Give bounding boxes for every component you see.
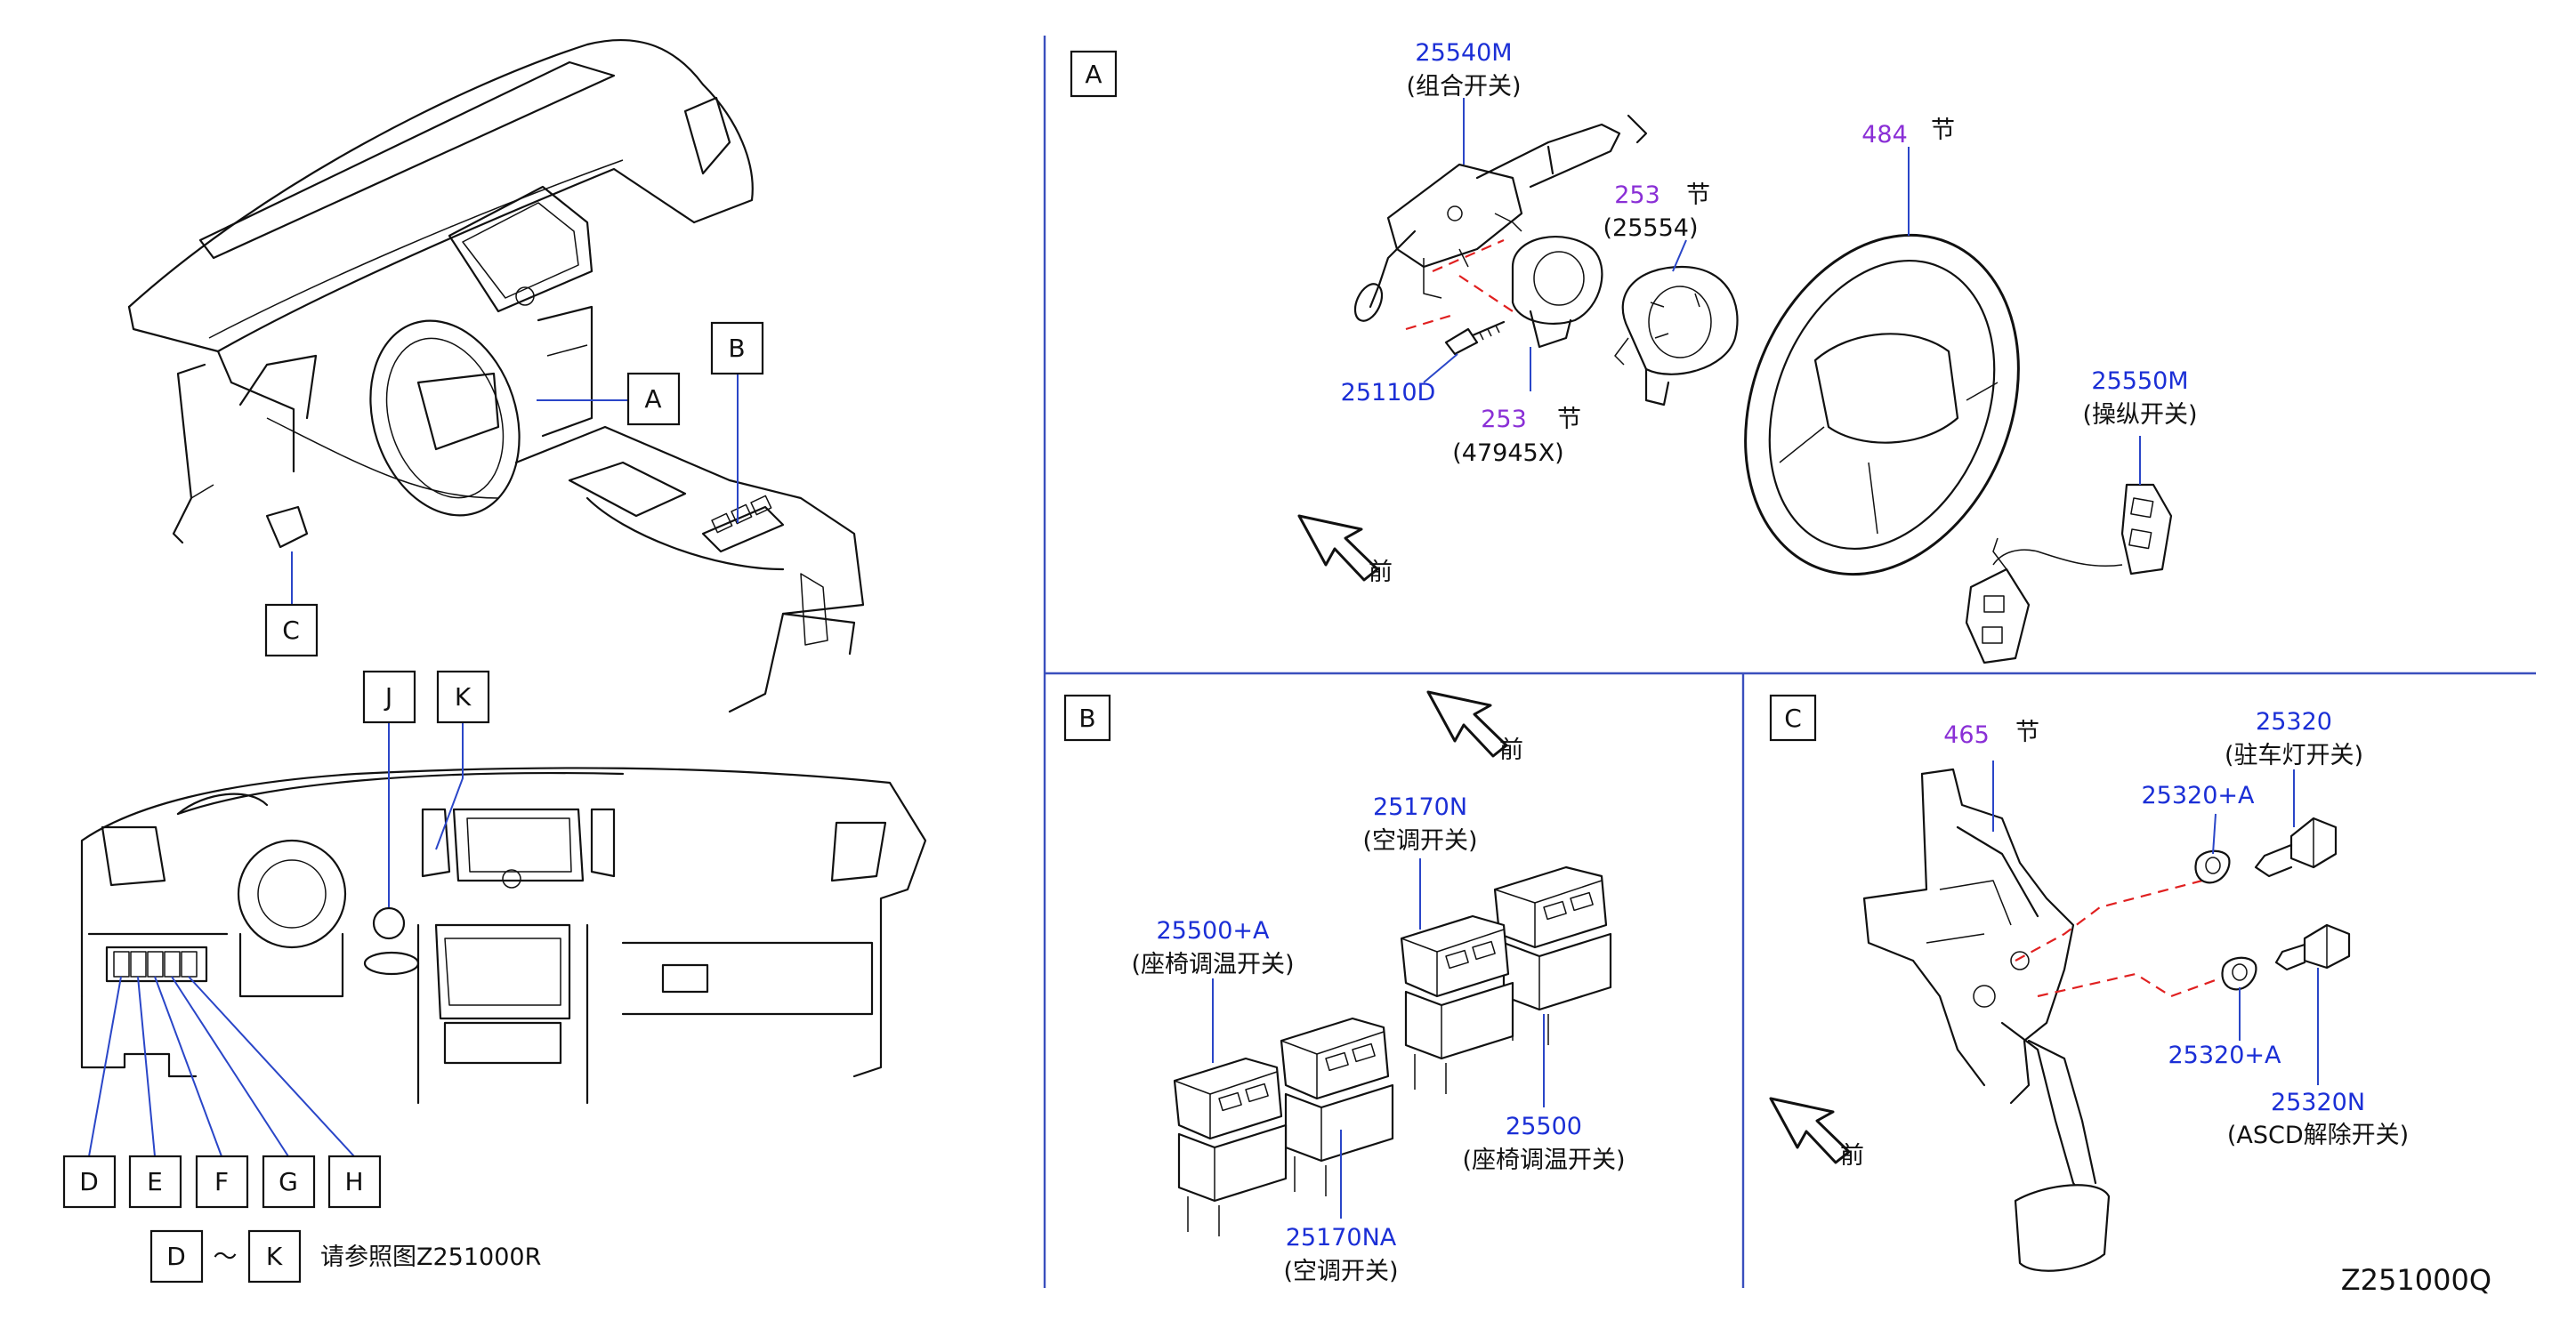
section-253-bottom-jie: 节 <box>1557 406 1581 433</box>
overview-box-e: E <box>128 1155 182 1209</box>
panel-dividers <box>1043 36 2536 1288</box>
combo-switch-part-number: 25540M <box>1415 39 1512 67</box>
overview-box-f: F <box>195 1155 249 1209</box>
part-25320-number: 25320 <box>2256 708 2332 736</box>
panel-c-letter: C <box>1784 704 1802 733</box>
spiral-cable-illustration <box>1511 236 1603 349</box>
overview-bottom-leaders <box>88 723 464 1157</box>
section-253-top-jie: 节 <box>1686 181 1710 209</box>
overview-box-k-label: K <box>455 682 472 712</box>
section-484-number: 484 <box>1861 121 1908 149</box>
part-25320-description: (驻车灯开关) <box>2225 742 2363 769</box>
section-253-bottom-number: 253 <box>1481 406 1527 433</box>
clock-spring-illustration <box>1614 265 1739 406</box>
legend-tilde: ～ <box>214 1244 238 1271</box>
screw-part-number: 25110D <box>1341 379 1436 406</box>
switch-25170NA-illustration <box>1280 1017 1394 1196</box>
part-25170NA-description: (空调开关) <box>1283 1258 1398 1285</box>
front-arrow-a-icon <box>1297 514 1379 582</box>
part-25500A-description: (座椅调温开关) <box>1131 951 1294 978</box>
overview-box-j: J <box>362 670 416 724</box>
panel-b: B 前 25500 (座椅调温开关) <box>1063 690 1626 1285</box>
ascd-switch-illustration <box>2274 923 2351 971</box>
front-label-a: 前 <box>1369 559 1393 586</box>
overview-box-a: A <box>626 372 681 426</box>
overview-box-d-label: D <box>79 1167 99 1196</box>
overview-box-d: D <box>62 1155 117 1209</box>
overview-box-e-label: E <box>147 1167 163 1196</box>
diagram-code: Z251000Q <box>2341 1263 2491 1297</box>
overview-leaders <box>291 374 739 605</box>
combination-switch-illustration <box>1353 114 1648 322</box>
overview-box-h: H <box>327 1155 382 1209</box>
section-253-top-number: 253 <box>1614 181 1660 209</box>
front-arrow-b-icon <box>1426 690 1508 758</box>
legend-to-box: K <box>266 1242 283 1271</box>
panel-b-letter: B <box>1078 704 1095 733</box>
nut-bottom-illustration <box>2221 956 2257 991</box>
overview-box-b: B <box>710 321 764 375</box>
front-label-b: 前 <box>1499 736 1523 764</box>
overview-box-b-label: B <box>728 334 745 363</box>
panel-a-letter: A <box>1085 60 1102 89</box>
overview-box-g: G <box>262 1155 316 1209</box>
overview-box-k: K <box>436 670 490 724</box>
overview-box-j-label: J <box>384 682 392 712</box>
parking-lamp-switch-illustration <box>2254 817 2338 878</box>
overview-box-g-label: G <box>279 1167 298 1196</box>
overview-box-h-label: H <box>344 1167 363 1196</box>
section-253-bottom-subpart: (47945X) <box>1452 439 1563 467</box>
part-25170N-description: (空调开关) <box>1362 827 1477 855</box>
nut-top-illustration <box>2194 849 2231 884</box>
overview-box-c-label: C <box>282 616 300 645</box>
part-25320A-bottom-number: 25320+A <box>2168 1042 2282 1069</box>
part-25320A-top-number: 25320+A <box>2142 782 2256 809</box>
switch-25500A-illustration <box>1173 1057 1288 1236</box>
overview-box-a-label: A <box>644 384 661 414</box>
section-253-top-subpart: (25554) <box>1603 214 1699 242</box>
legend-from-box: D <box>166 1242 186 1271</box>
steering-switch-description: (操纵开关) <box>2082 401 2197 429</box>
front-arrow-c-icon <box>1769 1097 1851 1164</box>
section-465-jie: 节 <box>2015 719 2039 746</box>
overview-box-f-label: F <box>214 1167 229 1196</box>
overview-dashboard-illustration <box>127 38 865 713</box>
steering-switch-part-number: 25550M <box>2091 367 2188 395</box>
steering-switch-illustration <box>1965 483 2173 664</box>
overview-box-c: C <box>264 603 319 657</box>
part-25320N-description: (ASCD解除开关) <box>2227 1122 2409 1149</box>
part-25500-description: (座椅调温开关) <box>1462 1147 1625 1174</box>
parking-brake-pedal-illustration <box>1862 768 2111 1272</box>
screw-illustration <box>1444 320 1506 356</box>
part-25320N-number: 25320N <box>2271 1089 2365 1116</box>
panel-c: C 465 节 25320+A <box>1769 694 2409 1272</box>
overview-full-dashboard <box>80 767 927 1105</box>
panel-a: A 25540M (组合开关) <box>1070 39 2198 664</box>
section-465-number: 465 <box>1943 721 1990 749</box>
section-484-jie: 节 <box>1931 117 1955 144</box>
steering-wheel-illustration <box>1744 233 2020 576</box>
legend-reference-text: 请参照图Z251000R <box>320 1244 541 1271</box>
part-25500A-number: 25500+A <box>1157 917 1271 945</box>
switch-25500-illustration <box>1493 865 1612 1045</box>
front-label-c: 前 <box>1840 1142 1864 1170</box>
part-25170N-number: 25170N <box>1373 793 1467 821</box>
part-25500-number: 25500 <box>1506 1113 1582 1140</box>
overview-legend: D ～ K 请参照图Z251000R <box>149 1229 541 1284</box>
switch-25170N-illustration <box>1400 914 1514 1094</box>
part-25170NA-number: 25170NA <box>1286 1224 1397 1252</box>
combo-switch-description: (组合开关) <box>1406 73 1521 101</box>
